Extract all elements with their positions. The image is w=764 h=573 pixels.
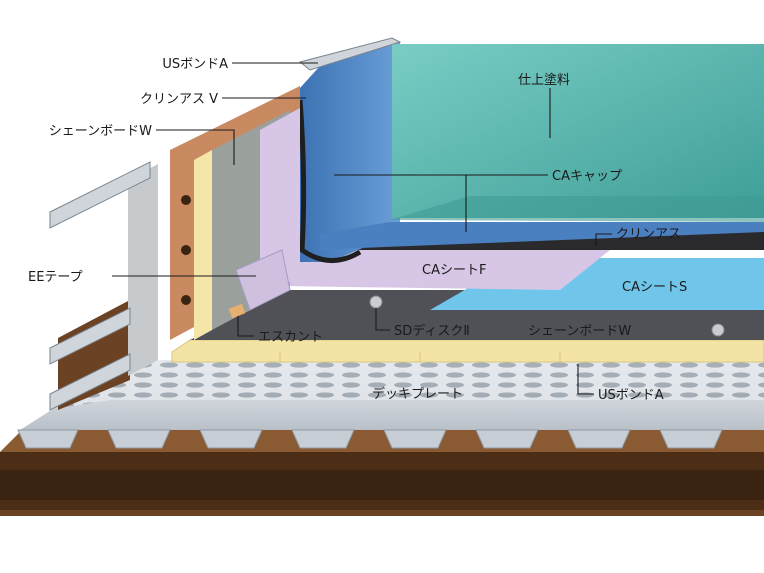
ca-cap-blue-flange	[297, 42, 764, 263]
label-ee-tape: EEテープ	[28, 270, 83, 285]
timber-beam	[0, 430, 764, 516]
label-clean-as: クリンアス	[616, 227, 681, 242]
label-ca-sheet-s: CAシートS	[622, 280, 687, 295]
label-us-bond-bottom: USボンドA	[598, 388, 664, 403]
label-ca-cap: CAキャップ	[552, 169, 622, 184]
finish-coat-teal	[392, 44, 764, 218]
sd-disk-marker	[711, 323, 725, 337]
insulation-board	[171, 339, 764, 363]
label-escant: エスカント	[258, 330, 323, 345]
label-finish-paint: 仕上塗料	[518, 72, 570, 88]
label-sd-disk: SDディスクⅡ	[394, 323, 470, 339]
sd-disk-marker	[369, 295, 383, 309]
label-deck-plate: デッキプレート	[372, 386, 463, 402]
label-ca-sheet-f: CAシートF	[422, 263, 486, 278]
label-clean-as-v: クリンアス V	[140, 92, 218, 107]
label-shane-board-w-left: シェーンボードW	[49, 124, 152, 139]
ca-sheet-f	[282, 250, 610, 290]
label-us-bond-top: USボンドA	[162, 57, 228, 72]
label-shane-board-w-right: シェーンボードW	[528, 324, 631, 339]
